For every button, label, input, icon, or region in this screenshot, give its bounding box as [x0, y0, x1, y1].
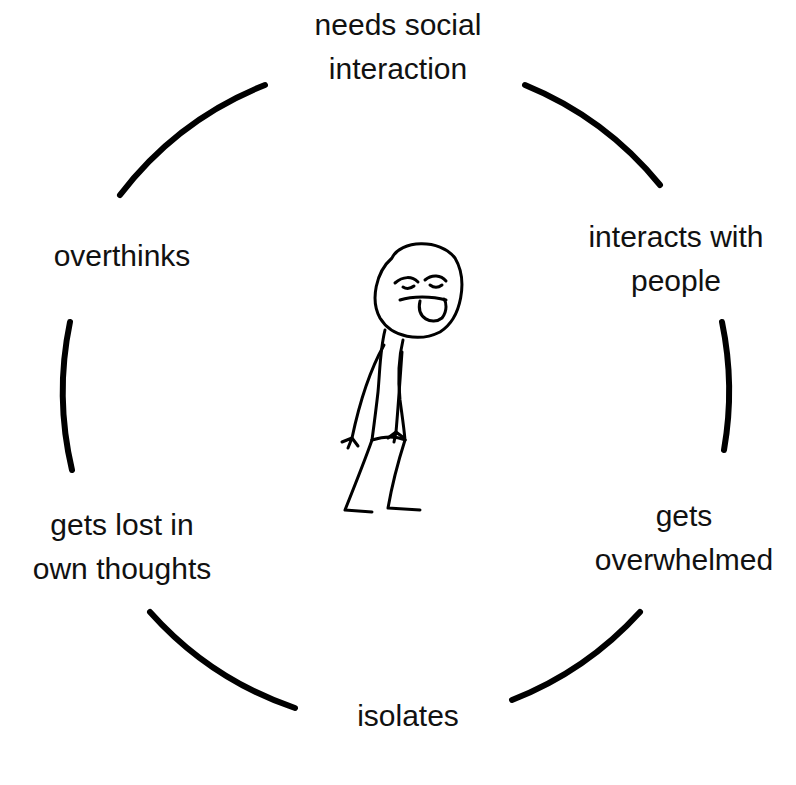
cycle-arc [722, 322, 729, 450]
stick-figure [342, 244, 462, 512]
cycle-arc [150, 612, 295, 708]
cycle-step-label: gets lost in own thoughts [22, 503, 222, 590]
cycle-arc [63, 322, 72, 470]
cycle-step-label: gets overwhelmed [584, 494, 784, 581]
cycle-step-label: isolates [308, 694, 508, 738]
cycle-step-label: interacts with people [569, 215, 784, 302]
cycle-arcs [63, 85, 729, 708]
cycle-step-label: overthinks [22, 234, 222, 278]
cycle-arc [525, 85, 660, 185]
cycle-arc [512, 612, 640, 700]
cycle-step-label: needs social interaction [283, 3, 513, 90]
cycle-arc [120, 85, 265, 195]
